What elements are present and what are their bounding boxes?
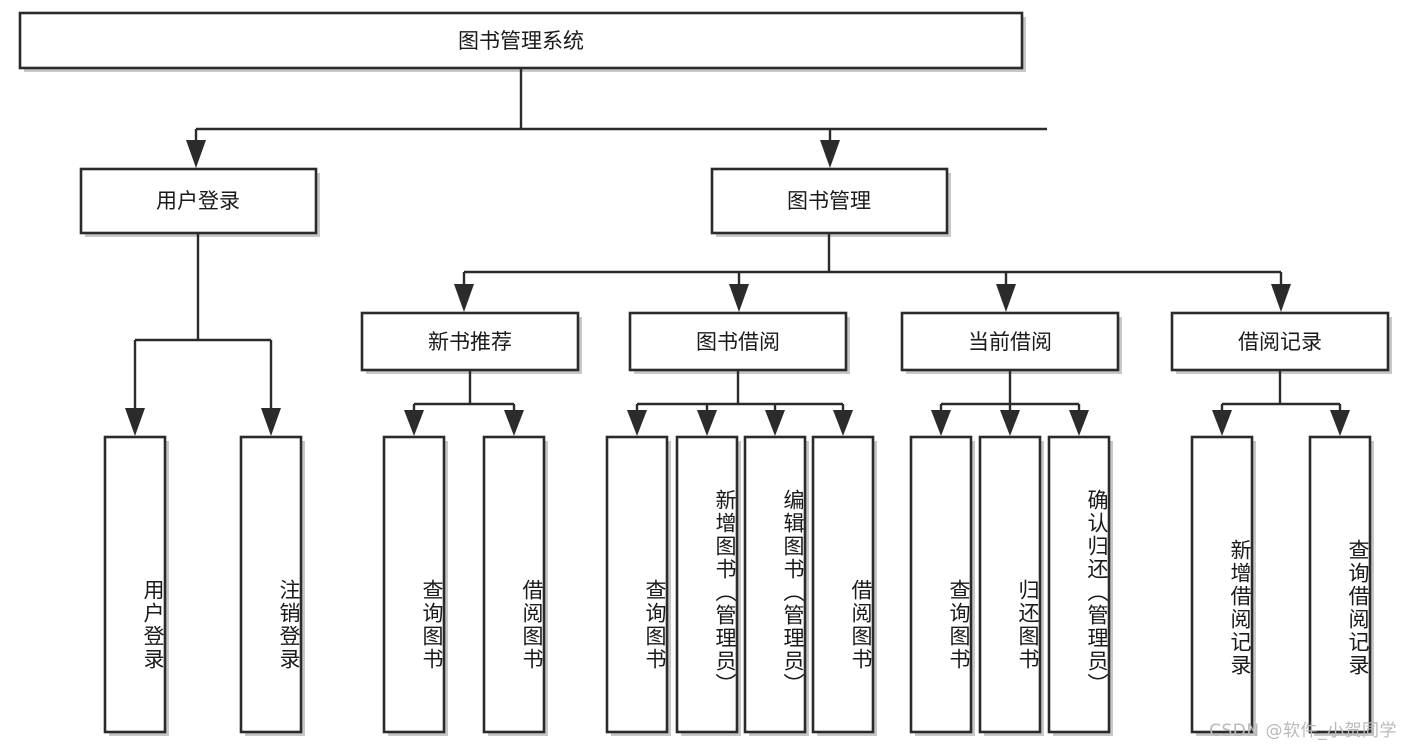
node-book-manage[interactable]: 图书管理	[710, 167, 951, 237]
node-borrow-record-label: 借阅记录	[1238, 330, 1322, 354]
leaf-node-confirm-return[interactable]	[1047, 435, 1113, 736]
node-book-borrow[interactable]: 图书借阅	[628, 311, 850, 374]
node-user-login[interactable]: 用户登录	[79, 167, 320, 237]
node-root-label: 图书管理系统	[458, 29, 584, 53]
node-current-borrow-box	[900, 311, 1120, 372]
connector-book-manage-to-level3	[454, 233, 1291, 312]
csdn-watermark: CSDN @软件_小贺同学	[1209, 721, 1397, 741]
node-book-borrow-label: 图书借阅	[696, 330, 780, 354]
connector-user-login-to-leaves	[125, 233, 281, 436]
leaf-node-add-book[interactable]	[675, 435, 741, 736]
leaf-node-user-login[interactable]	[103, 435, 169, 736]
node-root[interactable]: 图书管理系统	[18, 11, 1026, 72]
leaf-node-query-book-3[interactable]	[909, 435, 975, 736]
connector-borrow-record-to-leaves	[1212, 370, 1350, 436]
connector-new-book-recommend-to-leaves	[404, 370, 524, 436]
leaf-node-borrow-book-2[interactable]	[811, 435, 877, 736]
node-borrow-record-box	[1170, 311, 1390, 372]
leaf-node-user-logout[interactable]	[239, 435, 305, 736]
connector-current-borrow-to-leaves	[931, 370, 1089, 436]
leaf-node-edit-book[interactable]	[743, 435, 809, 736]
node-new-book-recommend-label: 新书推荐	[428, 330, 512, 354]
leaf-boxes	[103, 435, 1374, 736]
node-current-borrow-label: 当前借阅	[968, 330, 1052, 354]
node-user-login-label: 用户登录	[156, 189, 240, 213]
leaf-node-query-book-2[interactable]	[605, 435, 671, 736]
leaf-node-borrow-book-1[interactable]	[482, 435, 548, 736]
leaf-node-query-record[interactable]	[1308, 435, 1374, 736]
node-new-book-recommend[interactable]: 新书推荐	[360, 311, 582, 374]
node-borrow-record[interactable]: 借阅记录	[1170, 311, 1392, 374]
node-current-borrow[interactable]: 当前借阅	[900, 311, 1122, 374]
node-user-login-box	[79, 167, 318, 235]
connector-root-to-level2	[186, 68, 1047, 168]
connector-book-borrow-to-leaves	[627, 370, 853, 436]
node-root-box	[18, 11, 1024, 70]
leaf-node-return-book[interactable]	[978, 435, 1044, 736]
leaf-node-query-book-1[interactable]	[382, 435, 448, 736]
node-new-book-recommend-box	[360, 311, 580, 372]
leaf-node-add-record[interactable]	[1190, 435, 1256, 736]
node-book-manage-label: 图书管理	[787, 189, 871, 213]
